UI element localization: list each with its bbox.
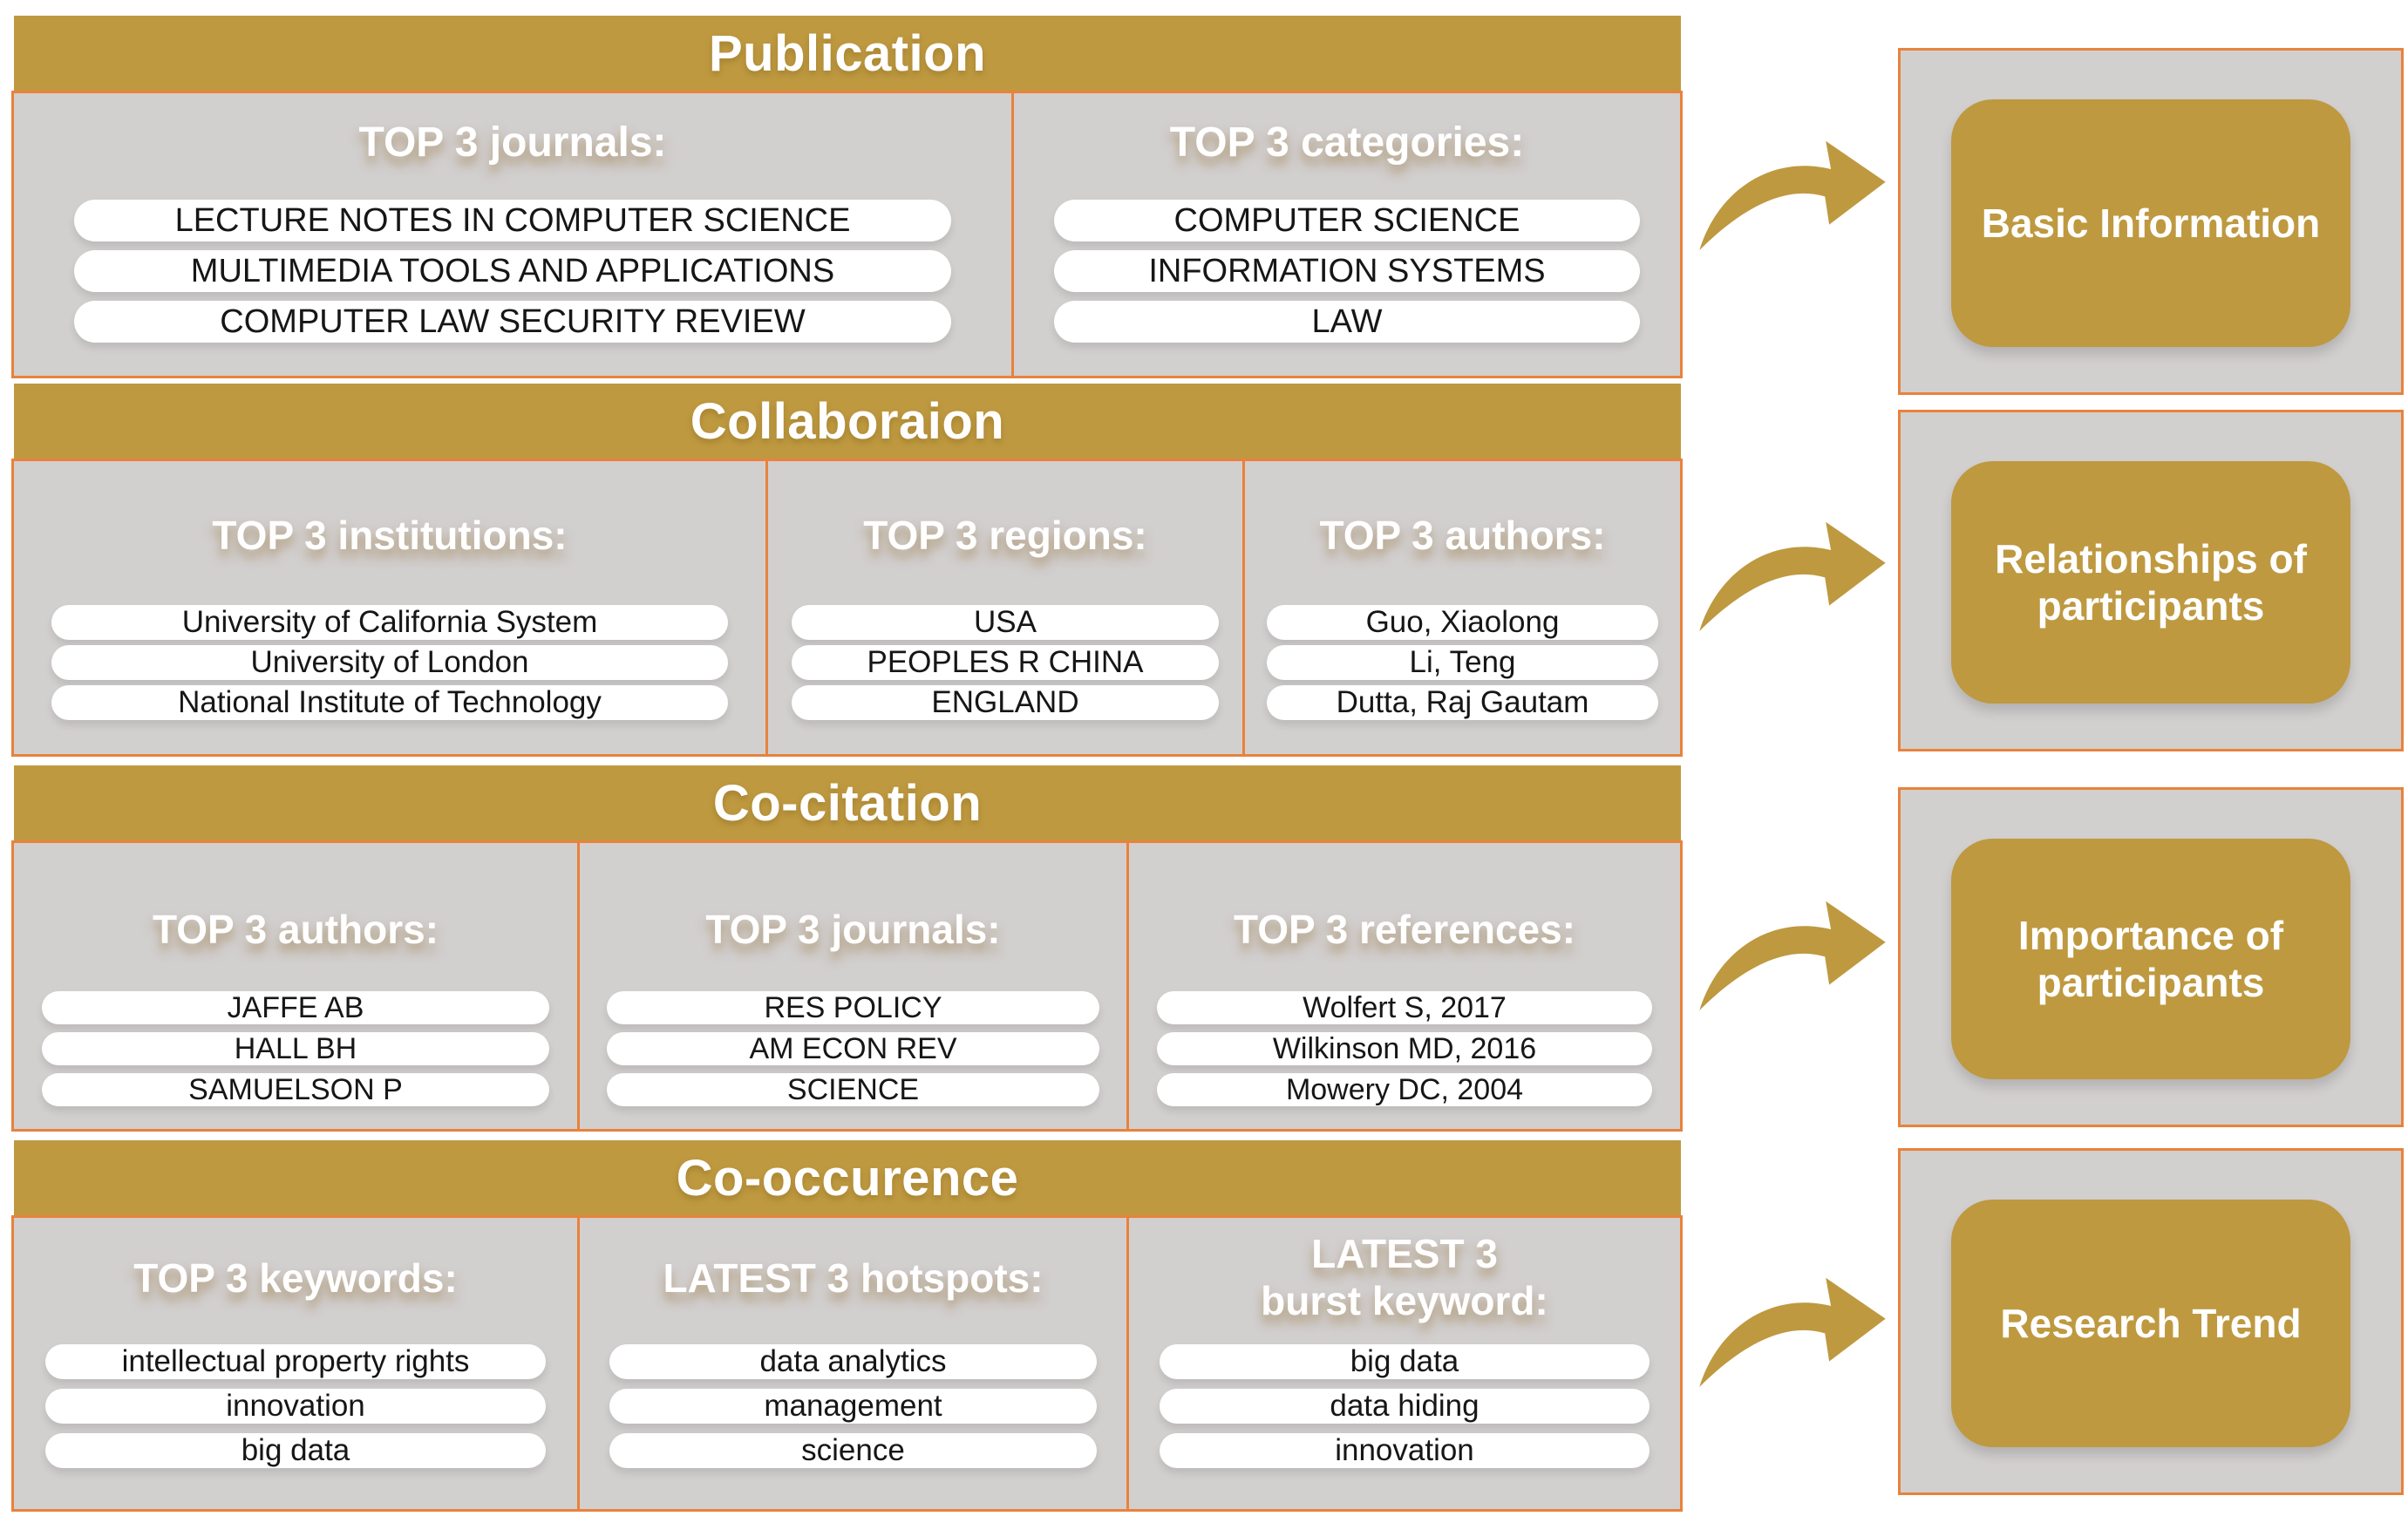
list-item: SAMUELSON P — [42, 1073, 549, 1106]
pill-list: RES POLICY AM ECON REV SCIENCE — [580, 991, 1126, 1106]
pill-list: intellectual property rights innovation … — [14, 1344, 577, 1468]
column-heading: TOP 3 journals: — [358, 119, 667, 166]
column-cocitation-journals: TOP 3 journals: RES POLICY AM ECON REV S… — [577, 840, 1129, 1132]
column-publication-categories: TOP 3 categories: COMPUTER SCIENCE INFOR… — [1011, 91, 1683, 378]
list-item: COMPUTER SCIENCE — [1053, 200, 1641, 241]
list-item: data hiding — [1159, 1389, 1650, 1424]
pill-list: JAFFE AB HALL BH SAMUELSON P — [14, 991, 577, 1106]
pill-list: University of California System Universi… — [14, 605, 765, 720]
column-heading: TOP 3 institutions: — [212, 513, 568, 558]
list-item: PEOPLES R CHINA — [792, 645, 1219, 680]
list-item: University of California System — [51, 605, 728, 640]
list-item: big data — [1159, 1344, 1650, 1379]
list-item: AM ECON REV — [607, 1032, 1099, 1065]
column-heading: TOP 3 journals: — [705, 907, 1001, 952]
column-heading: TOP 3 regions: — [863, 513, 1147, 558]
pill-list: COMPUTER SCIENCE INFORMATION SYSTEMS LAW — [1014, 200, 1680, 343]
list-item: management — [609, 1389, 1097, 1424]
list-item: LECTURE NOTES IN COMPUTER SCIENCE — [73, 200, 952, 241]
section-bar-collaboration: Collaboraion — [14, 384, 1681, 459]
list-item: HALL BH — [42, 1032, 549, 1065]
outcome-label: Basic Information — [1951, 99, 2350, 347]
list-item: Guo, Xiaolong — [1266, 605, 1659, 640]
list-item: INFORMATION SYSTEMS — [1053, 250, 1641, 292]
column-heading: LATEST 3 hotspots: — [663, 1255, 1044, 1301]
list-item: Dutta, Raj Gautam — [1266, 685, 1659, 720]
column-heading: TOP 3 authors: — [152, 907, 439, 952]
outcome-box-research-trend: Research Trend — [1898, 1148, 2404, 1495]
list-item: USA — [792, 605, 1219, 640]
pill-list: USA PEOPLES R CHINA ENGLAND — [768, 605, 1242, 720]
column-collaboration-institutions: TOP 3 institutions: University of Califo… — [11, 459, 768, 757]
section-title: Co-occurence — [676, 1149, 1019, 1207]
outcome-box-importance: Importance of participants — [1898, 787, 2404, 1127]
list-item: Mowery DC, 2004 — [1156, 1073, 1653, 1106]
column-collaboration-regions: TOP 3 regions: USA PEOPLES R CHINA ENGLA… — [765, 459, 1245, 757]
section-bar-cocitation: Co-citation — [14, 765, 1681, 840]
section-bar-cooccurrence: Co-occurence — [14, 1140, 1681, 1215]
section-title: Co-citation — [712, 774, 983, 832]
list-item: science — [609, 1433, 1097, 1468]
outcome-label: Importance of participants — [1951, 839, 2350, 1079]
curved-arrow-icon — [1693, 1266, 1892, 1390]
list-item: COMPUTER LAW SECURITY REVIEW — [73, 301, 952, 343]
list-item: National Institute of Technology — [51, 685, 728, 720]
pill-list: LECTURE NOTES IN COMPUTER SCIENCE MULTIM… — [14, 200, 1011, 343]
list-item: innovation — [1159, 1433, 1650, 1468]
column-heading: TOP 3 authors: — [1319, 513, 1606, 558]
column-heading: LATEST 3 burst keyword: — [1261, 1231, 1548, 1323]
column-publication-journals: TOP 3 journals: LECTURE NOTES IN COMPUTE… — [11, 91, 1014, 378]
curved-arrow-icon — [1693, 129, 1892, 253]
list-item: Wilkinson MD, 2016 — [1156, 1032, 1653, 1065]
column-cooccurrence-keywords: TOP 3 keywords: intellectual property ri… — [11, 1215, 580, 1512]
list-item: innovation — [44, 1389, 547, 1424]
column-heading: TOP 3 references: — [1233, 907, 1576, 952]
section-bar-publication: Publication — [14, 16, 1681, 91]
curved-arrow-icon — [1693, 889, 1892, 1013]
outcome-box-relationships: Relationships of participants — [1898, 410, 2404, 751]
section-title: Collaboraion — [690, 392, 1005, 450]
outcome-label: Relationships of participants — [1951, 461, 2350, 704]
list-item: LAW — [1053, 301, 1641, 343]
list-item: MULTIMEDIA TOOLS AND APPLICATIONS — [73, 250, 952, 292]
list-item: Wolfert S, 2017 — [1156, 991, 1653, 1024]
column-heading: TOP 3 keywords: — [133, 1255, 458, 1301]
column-heading: TOP 3 categories: — [1169, 119, 1525, 166]
column-cooccurrence-burst-keywords: LATEST 3 burst keyword: big data data hi… — [1126, 1215, 1683, 1512]
list-item: big data — [44, 1433, 547, 1468]
list-item: ENGLAND — [792, 685, 1219, 720]
list-item: intellectual property rights — [44, 1344, 547, 1379]
outcome-box-basic-information: Basic Information — [1898, 48, 2404, 395]
pill-list: big data data hiding innovation — [1129, 1344, 1680, 1468]
list-item: SCIENCE — [607, 1073, 1099, 1106]
list-item: data analytics — [609, 1344, 1097, 1379]
pill-list: Wolfert S, 2017 Wilkinson MD, 2016 Mower… — [1129, 991, 1680, 1106]
column-cocitation-references: TOP 3 references: Wolfert S, 2017 Wilkin… — [1126, 840, 1683, 1132]
curved-arrow-icon — [1693, 510, 1892, 634]
list-item: RES POLICY — [607, 991, 1099, 1024]
column-cooccurrence-hotspots: LATEST 3 hotspots: data analytics manage… — [577, 1215, 1129, 1512]
section-title: Publication — [708, 24, 987, 82]
column-cocitation-authors: TOP 3 authors: JAFFE AB HALL BH SAMUELSO… — [11, 840, 580, 1132]
list-item: JAFFE AB — [42, 991, 549, 1024]
column-collaboration-authors: TOP 3 authors: Guo, Xiaolong Li, Teng Du… — [1242, 459, 1683, 757]
pill-list: data analytics management science — [580, 1344, 1126, 1468]
list-item: Li, Teng — [1266, 645, 1659, 680]
list-item: University of London — [51, 645, 728, 680]
outcome-label: Research Trend — [1951, 1200, 2350, 1447]
pill-list: Guo, Xiaolong Li, Teng Dutta, Raj Gautam — [1245, 605, 1680, 720]
